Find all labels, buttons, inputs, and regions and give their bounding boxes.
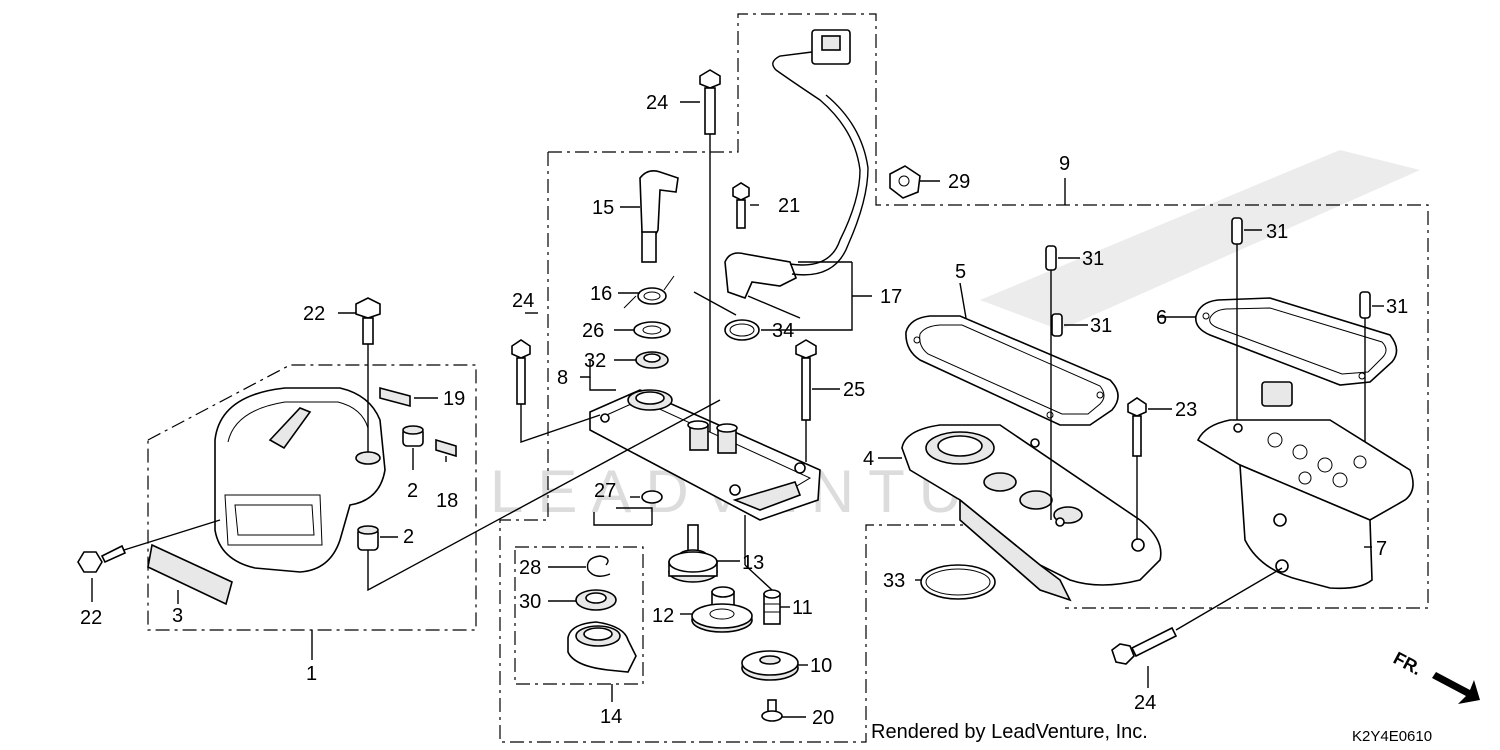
shading-band bbox=[980, 150, 1420, 330]
block-19 bbox=[379, 386, 411, 408]
bolt-24-left bbox=[511, 339, 601, 443]
front-marker-text: FR. bbox=[1390, 648, 1425, 679]
gear-12 bbox=[691, 586, 753, 633]
callout-labels: 1 2 2 3 4 5 6 7 8 9 10 11 12 13 14 15 16… bbox=[80, 92, 1408, 729]
callout-31a: 31 bbox=[1082, 248, 1104, 270]
grommet-lower bbox=[357, 525, 379, 551]
callout-19: 19 bbox=[443, 388, 465, 410]
callout-17: 17 bbox=[880, 286, 902, 308]
screw-20 bbox=[761, 699, 783, 722]
callout-7: 7 bbox=[1376, 538, 1387, 560]
callout-2-lower: 2 bbox=[403, 526, 414, 548]
bolt-24-top bbox=[699, 69, 721, 432]
o-ring-33 bbox=[920, 564, 996, 600]
callout-31c: 31 bbox=[1266, 221, 1288, 243]
arrow-right-icon bbox=[1432, 672, 1480, 704]
gear-11 bbox=[763, 589, 781, 625]
dowel-pin-31a bbox=[1045, 245, 1057, 520]
group-boxes bbox=[147, 13, 1429, 743]
callout-9: 9 bbox=[1059, 153, 1070, 175]
circlip-28 bbox=[586, 555, 611, 577]
callout-16: 16 bbox=[590, 283, 612, 305]
callout-2-upper: 2 bbox=[407, 480, 418, 502]
callout-30: 30 bbox=[519, 591, 541, 613]
callout-20: 20 bbox=[812, 707, 834, 729]
callout-24-right: 24 bbox=[1134, 692, 1156, 714]
callout-3: 3 bbox=[172, 605, 183, 627]
callout-22-upper: 22 bbox=[303, 303, 325, 325]
seal-32 bbox=[635, 351, 669, 369]
block-18 bbox=[435, 438, 457, 458]
bolt-21 bbox=[732, 182, 750, 229]
bearing-30 bbox=[575, 589, 617, 611]
callout-33: 33 bbox=[883, 570, 905, 592]
arm-15 bbox=[639, 170, 679, 263]
diagram-code: K2Y4E0610 bbox=[1352, 728, 1432, 745]
gasket-6 bbox=[1194, 297, 1398, 386]
callout-11: 11 bbox=[792, 597, 813, 619]
washer-26 bbox=[633, 321, 671, 339]
callout-31d: 31 bbox=[1386, 296, 1408, 318]
dowel-pin-31c bbox=[1231, 217, 1243, 430]
callout-18: 18 bbox=[436, 490, 458, 512]
gear-10 bbox=[741, 650, 799, 681]
nut-29 bbox=[889, 165, 921, 199]
rendered-by-credit: Rendered by LeadVenture, Inc. bbox=[871, 721, 1148, 743]
gear-13 bbox=[668, 524, 718, 583]
housing-14 bbox=[567, 621, 637, 673]
gasket-5 bbox=[905, 315, 1119, 426]
callout-15: 15 bbox=[592, 197, 614, 219]
housing-4 bbox=[901, 424, 1162, 602]
callout-8: 8 bbox=[557, 367, 568, 389]
callout-10: 10 bbox=[810, 655, 832, 677]
case-cover bbox=[589, 389, 821, 591]
bolt-23 bbox=[1127, 397, 1147, 540]
front-direction-arrow: FR. bbox=[1390, 648, 1480, 704]
bolt-22-upper bbox=[355, 297, 381, 452]
bolt-22-lower bbox=[77, 519, 221, 573]
callout-5: 5 bbox=[955, 261, 966, 283]
callout-13: 13 bbox=[742, 552, 764, 574]
callout-4: 4 bbox=[863, 448, 874, 470]
callout-34: 34 bbox=[772, 320, 794, 342]
callout-12: 12 bbox=[652, 605, 674, 627]
callout-21: 21 bbox=[778, 195, 800, 217]
callout-28: 28 bbox=[519, 557, 541, 579]
callout-32: 32 bbox=[584, 350, 606, 372]
bolt-25 bbox=[795, 339, 817, 462]
callout-25: 25 bbox=[843, 379, 865, 401]
callout-6: 6 bbox=[1156, 307, 1167, 329]
callout-14: 14 bbox=[600, 706, 622, 728]
o-ring-34 bbox=[724, 319, 760, 341]
callout-31b: 31 bbox=[1090, 315, 1112, 337]
sensor-17 bbox=[724, 29, 869, 300]
actuator-7 bbox=[1196, 381, 1414, 590]
callout-24-left: 24 bbox=[512, 290, 534, 312]
callout-29: 29 bbox=[948, 171, 970, 193]
callout-1: 1 bbox=[306, 663, 317, 685]
callout-27: 27 bbox=[594, 480, 616, 502]
grommet-upper bbox=[402, 425, 424, 447]
clip-27 bbox=[641, 490, 663, 504]
leader-lines bbox=[91, 101, 1384, 718]
callout-23: 23 bbox=[1175, 399, 1197, 421]
callout-26: 26 bbox=[582, 320, 604, 342]
bolt-24-right bbox=[1111, 567, 1283, 665]
label-plate bbox=[147, 543, 233, 606]
cover-assembly bbox=[214, 387, 386, 573]
spring-16 bbox=[623, 275, 675, 309]
callout-22-lower: 22 bbox=[80, 607, 102, 629]
callout-24-top: 24 bbox=[646, 92, 668, 114]
dowel-pin-31b bbox=[1051, 313, 1063, 337]
